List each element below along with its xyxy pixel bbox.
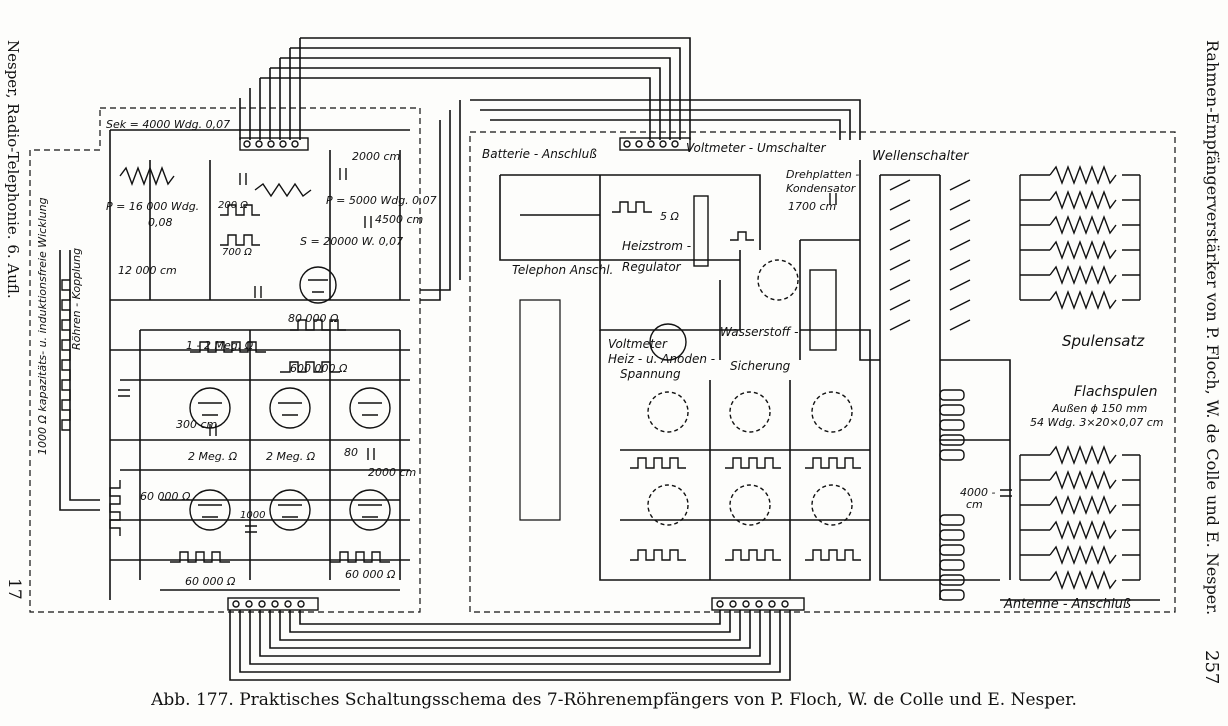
tube-3 bbox=[269, 387, 311, 429]
label-heizstrom: Heizstrom - bbox=[622, 239, 691, 253]
label-heiz-anoden: Heiz - u. Anoden - bbox=[608, 352, 715, 366]
label-c1700: 1700 cm bbox=[788, 200, 836, 213]
flachspulen-stack bbox=[939, 389, 965, 601]
resistor-p5000 bbox=[254, 182, 312, 198]
label-r5: 5 Ω bbox=[660, 210, 679, 223]
tube-1 bbox=[299, 266, 337, 304]
terminal-strip-top-right bbox=[619, 137, 691, 151]
tube-sockets bbox=[647, 259, 853, 526]
label-batterie: Batterie - Anschluß bbox=[482, 147, 597, 161]
label-c4000: 4000 - bbox=[960, 486, 995, 499]
label-r2meg-b: 2 Meg. Ω bbox=[266, 450, 316, 463]
wasserstoff-sicherung bbox=[809, 269, 837, 351]
label-c2000-top: 2000 cm bbox=[352, 150, 400, 163]
resistor-700 bbox=[220, 234, 260, 246]
label-c4000b: cm bbox=[966, 498, 983, 511]
label-c12000: 12 000 cm bbox=[118, 264, 177, 277]
label-roehren-kopplung: Röhren - Kopplung bbox=[70, 248, 83, 350]
resistor-right-6 bbox=[805, 549, 861, 561]
battery-compartment bbox=[519, 299, 561, 521]
label-p16000b: 0,08 bbox=[148, 216, 173, 229]
label-c300: 300 cm bbox=[176, 418, 217, 431]
label-sek: Sek = 4000 Wdg. 0,07 bbox=[106, 118, 230, 131]
resistor-right-1 bbox=[630, 457, 686, 469]
label-r60000-b: 60 000 Ω bbox=[185, 575, 236, 588]
tube-7 bbox=[349, 489, 391, 531]
label-kondensator: Kondensator bbox=[786, 182, 857, 195]
label-r200: 200 Ω bbox=[218, 200, 248, 211]
label-sicherung: Sicherung bbox=[730, 359, 791, 373]
resistor-200 bbox=[220, 204, 260, 216]
label-voltmeter: Voltmeter bbox=[608, 337, 668, 351]
label-c2000-mid: 2000 cm bbox=[368, 466, 416, 479]
label-r80000: 80 000 Ω bbox=[288, 312, 339, 325]
label-vertical-left: 1000 Ω kapazitäts- u. induktionsfreie Wi… bbox=[36, 197, 49, 455]
label-c1000: 1000 bbox=[240, 510, 265, 521]
label-spannung: Spannung bbox=[620, 367, 681, 381]
components bbox=[61, 137, 1141, 611]
resistor-5ohm bbox=[612, 201, 652, 213]
label-r60000-c: 60 000 Ω bbox=[345, 568, 396, 581]
label-wasserstoff: Wasserstoff - bbox=[720, 325, 799, 339]
label-c4500: 4500 cm bbox=[375, 213, 423, 226]
figure-caption: Abb. 177. Praktisches Schaltungsschema d… bbox=[151, 690, 1077, 710]
voltmeter-umschalter bbox=[693, 195, 754, 267]
schematic-labels: Sek = 4000 Wdg. 0,07 P = 16 000 Wdg. 0,0… bbox=[36, 118, 1164, 612]
label-voltmeter-umschalter: Voltmeter - Umschalter bbox=[686, 141, 827, 155]
label-regulator: Regulator bbox=[622, 260, 682, 274]
label-drehplatten: Drehplatten - bbox=[786, 168, 859, 181]
label-r12meg: 1 - 2 Meg. Ω bbox=[186, 339, 254, 352]
label-antenne: Antenne - Anschluß bbox=[1003, 597, 1131, 612]
label-wdg54: 54 Wdg. 3×20×0,07 cm bbox=[1030, 416, 1164, 429]
label-c80: 80 bbox=[344, 446, 358, 459]
left-chassis-outline bbox=[29, 107, 421, 613]
label-flachspulen: Flachspulen bbox=[1074, 384, 1158, 400]
spulensatz-coils bbox=[1019, 165, 1141, 590]
label-s20000: S = 20000 W. 0,07 bbox=[300, 235, 403, 248]
label-r600000: 600 000 Ω bbox=[290, 362, 348, 375]
roehren-kopplung-winding bbox=[61, 279, 71, 431]
resistor-600000 bbox=[280, 361, 340, 373]
tube-4 bbox=[349, 387, 391, 429]
wiring bbox=[29, 37, 1176, 681]
terminal-strip-top-left bbox=[239, 137, 309, 151]
resistor-right-4 bbox=[630, 549, 686, 561]
resistor-right-3 bbox=[805, 457, 861, 469]
label-r60000-a: 60 000 Ω bbox=[140, 490, 191, 503]
label-r2meg-a: 2 Meg. Ω bbox=[188, 450, 238, 463]
tube-5 bbox=[189, 489, 231, 531]
resistor-60000-a bbox=[109, 480, 121, 536]
resistor-p16000 bbox=[119, 166, 175, 186]
resistor-80000 bbox=[290, 319, 346, 331]
tube-6 bbox=[269, 489, 311, 531]
right-chassis-outline bbox=[469, 131, 1176, 613]
wellenschalter-switches bbox=[889, 179, 971, 331]
resistor-60000-c bbox=[330, 551, 390, 563]
voltmeter-symbol bbox=[649, 323, 687, 361]
resistor-right-2 bbox=[725, 457, 781, 469]
label-spulensatz: Spulensatz bbox=[1062, 332, 1145, 350]
label-p16000: P = 16 000 Wdg. bbox=[106, 200, 199, 213]
label-wellenschalter: Wellenschalter bbox=[872, 149, 970, 164]
resistor-right-5 bbox=[725, 549, 781, 561]
resistor-1-2meg bbox=[190, 341, 266, 353]
resistor-60000-b bbox=[170, 551, 230, 563]
label-p5000: P = 5000 Wdg. 0,07 bbox=[326, 194, 437, 207]
label-r700: 700 Ω bbox=[222, 247, 252, 258]
terminal-strip-bottom-left bbox=[227, 597, 319, 611]
label-aussen: Außen ϕ 150 mm bbox=[1051, 402, 1147, 415]
label-telephon: Telephon Anschl. bbox=[512, 263, 613, 277]
terminal-strip-bottom-right bbox=[711, 597, 805, 611]
capacitors bbox=[118, 168, 1012, 533]
